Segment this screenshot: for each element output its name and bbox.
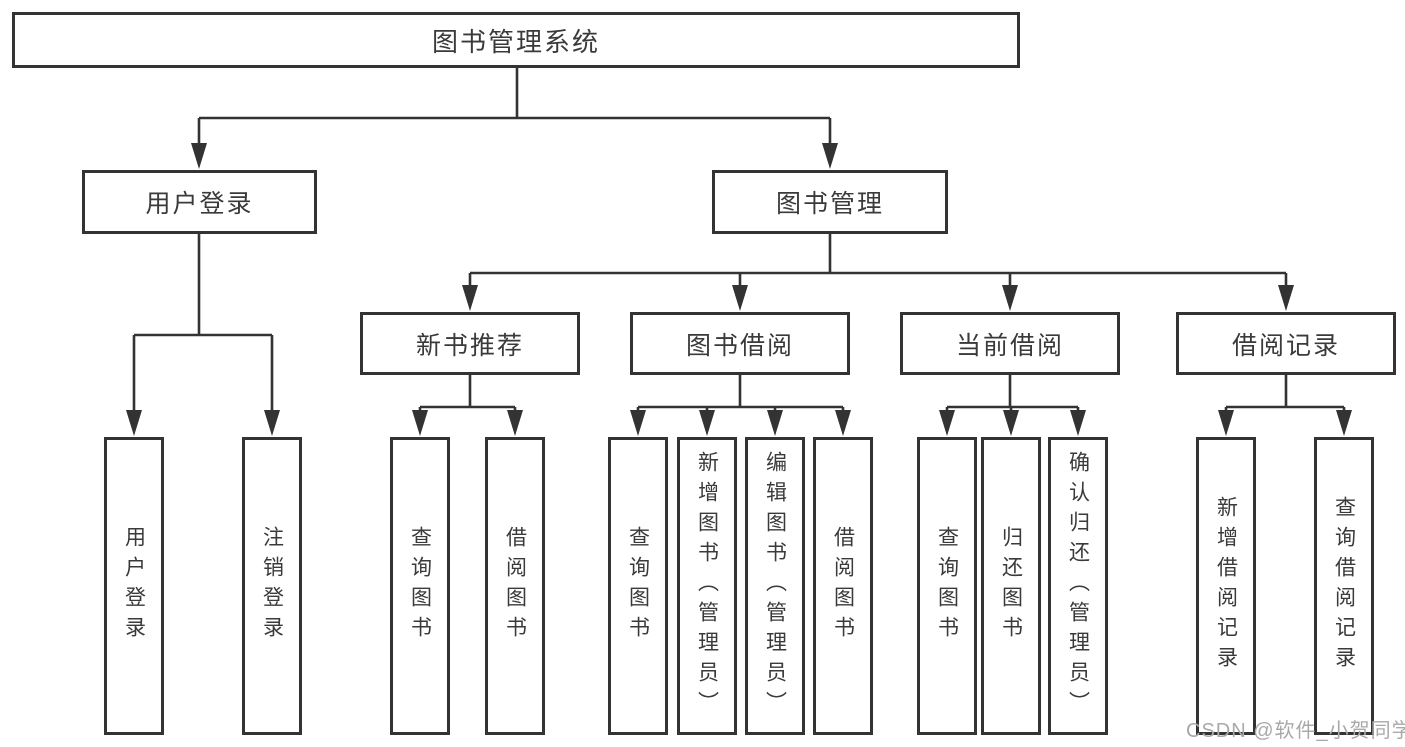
leaf-label: 用户登录	[122, 526, 146, 646]
connector-borrow-record-tee	[1226, 375, 1344, 409]
arrowhead	[939, 410, 955, 436]
node-root-library-system: 图书管理系统	[12, 12, 1020, 68]
arrowhead	[1336, 410, 1352, 436]
leaf-label: 新增图书（管理员）	[695, 451, 719, 721]
arrowhead	[1278, 285, 1294, 311]
connector-new-book-tee	[420, 375, 515, 409]
node-user-login: 用户登录	[82, 170, 317, 234]
arrowhead	[412, 410, 428, 436]
node-book-management: 图书管理	[712, 170, 948, 234]
leaf-label: 归还图书	[999, 526, 1023, 646]
leaf-label: 新增借阅记录	[1214, 496, 1238, 676]
leaf-logout: 注销登录	[242, 437, 302, 735]
leaf-user-login: 用户登录	[104, 437, 164, 735]
connector-current-borrow-tee	[947, 375, 1078, 409]
leaf-borrow-books: 借阅图书	[813, 437, 873, 735]
leaf-query-books-current: 查询图书	[917, 437, 977, 735]
connector-book-borrow-tee	[638, 375, 843, 409]
leaf-label: 编辑图书（管理员）	[763, 451, 787, 721]
leaf-label: 注销登录	[260, 526, 284, 646]
arrowhead	[1070, 410, 1086, 436]
arrowhead	[191, 143, 207, 169]
arrowhead	[507, 410, 523, 436]
leaf-query-books-borrow: 查询图书	[608, 437, 668, 735]
connector-root-tee	[199, 68, 830, 120]
connector-book-management-tee	[470, 234, 1286, 275]
arrowhead	[126, 410, 142, 436]
arrowhead	[699, 410, 715, 436]
arrowhead	[1003, 410, 1019, 436]
arrowhead	[767, 410, 783, 436]
csdn-watermark: CSDN @软件_小贺同学	[1186, 720, 1405, 742]
leaf-label: 查询图书	[626, 526, 650, 646]
arrowhead	[630, 410, 646, 436]
leaf-label: 确认归还（管理员）	[1066, 451, 1090, 721]
leaf-label: 借阅图书	[503, 526, 527, 646]
node-new-book-recommend: 新书推荐	[360, 312, 580, 375]
arrowhead	[835, 410, 851, 436]
leaf-label: 借阅图书	[831, 526, 855, 646]
leaf-label: 查询图书	[935, 526, 959, 646]
arrowhead	[264, 410, 280, 436]
leaf-return-book: 归还图书	[981, 437, 1041, 735]
arrowhead	[822, 143, 838, 169]
leaf-add-book-admin: 新增图书（管理员）	[677, 437, 737, 735]
node-borrow-records: 借阅记录	[1176, 312, 1396, 375]
node-current-borrow: 当前借阅	[900, 312, 1120, 375]
arrowhead	[1218, 410, 1234, 436]
leaf-query-borrow-record: 查询借阅记录	[1314, 437, 1374, 735]
leaf-borrow-books-recommend: 借阅图书	[485, 437, 545, 735]
arrowhead	[1002, 285, 1018, 311]
leaf-label: 查询图书	[408, 526, 432, 646]
leaf-confirm-return-admin: 确认归还（管理员）	[1048, 437, 1108, 735]
leaf-edit-book-admin: 编辑图书（管理员）	[745, 437, 805, 735]
node-book-borrow: 图书借阅	[630, 312, 850, 375]
leaf-add-borrow-record: 新增借阅记录	[1196, 437, 1256, 735]
leaf-label: 查询借阅记录	[1332, 496, 1356, 676]
arrowhead	[732, 285, 748, 311]
connector-user-login-tee	[134, 234, 272, 337]
leaf-query-books-recommend: 查询图书	[390, 437, 450, 735]
arrowhead	[462, 285, 478, 311]
